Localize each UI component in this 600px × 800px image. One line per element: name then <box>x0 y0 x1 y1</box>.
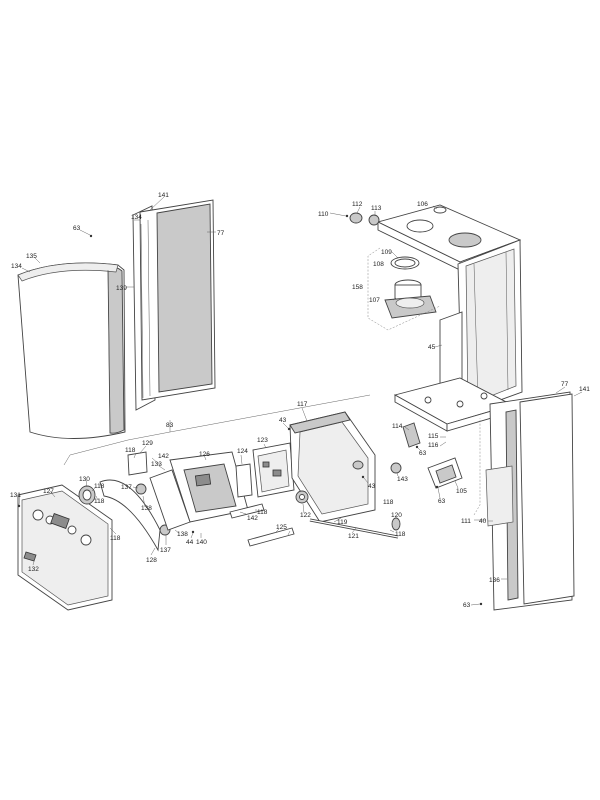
callout-125: 125 <box>276 524 287 531</box>
callout-123: 123 <box>257 437 268 444</box>
callout-115: 115 <box>428 433 439 440</box>
callout-63: 63 <box>73 225 81 232</box>
callout-137: 137 <box>121 484 132 491</box>
callout-137: 137 <box>160 547 171 554</box>
callout-134: 134 <box>11 263 22 270</box>
callout-43: 43 <box>279 417 287 424</box>
callout-77: 77 <box>561 381 569 388</box>
callout-142: 142 <box>247 515 258 522</box>
callout-138: 138 <box>177 531 188 538</box>
callout-124: 124 <box>237 448 248 455</box>
callout-108: 108 <box>373 261 384 268</box>
callout-119: 119 <box>337 519 348 526</box>
callout-142: 142 <box>158 453 169 460</box>
callout-111: 111 <box>461 518 471 525</box>
callout-143: 143 <box>397 476 408 483</box>
callout-109: 109 <box>381 249 392 256</box>
callout-118: 118 <box>110 535 121 542</box>
callout-77: 77 <box>217 230 225 237</box>
callout-129: 129 <box>142 440 153 447</box>
callout-122: 122 <box>300 512 311 519</box>
callout-107: 107 <box>369 297 380 304</box>
callout-126: 126 <box>199 451 210 458</box>
right-side-panel <box>485 391 575 611</box>
callout-112: 112 <box>352 201 363 208</box>
callout-44: 44 <box>186 539 194 546</box>
left-side-panel-assembly <box>17 199 216 439</box>
callout-118: 118 <box>94 498 105 505</box>
callout-118: 118 <box>94 483 105 490</box>
callout-113: 113 <box>371 205 382 212</box>
callout-118: 118 <box>383 499 394 506</box>
callout-158: 158 <box>352 284 363 291</box>
callout-120: 120 <box>391 512 402 519</box>
callout-133: 133 <box>151 461 162 468</box>
callout-117: 117 <box>297 401 308 408</box>
callout-121: 121 <box>348 533 359 540</box>
chassis-frame <box>393 239 523 489</box>
callout-130: 130 <box>79 476 90 483</box>
callout-134: 134 <box>131 214 142 221</box>
callout-118: 118 <box>257 509 268 516</box>
control-box-tray <box>289 411 402 539</box>
callout-63: 63 <box>438 498 446 505</box>
callout-106: 106 <box>417 201 428 208</box>
callout-43: 43 <box>368 483 376 490</box>
callout-labels: 141 77 134 63 139 135 134 110 112 113 10… <box>10 192 590 609</box>
callout-116: 116 <box>428 442 439 449</box>
callout-63: 63 <box>419 450 427 457</box>
control-panel-assembly <box>17 442 295 611</box>
callout-83: 83 <box>166 422 174 429</box>
callout-63: 63 <box>463 602 471 609</box>
callout-118: 118 <box>395 531 406 538</box>
callout-140: 140 <box>196 539 207 546</box>
callout-45: 45 <box>428 344 436 351</box>
callout-127: 127 <box>43 488 54 495</box>
callout-141: 141 <box>579 386 590 393</box>
callout-40: 40 <box>479 518 487 525</box>
callout-141: 141 <box>158 192 169 199</box>
callout-105: 105 <box>456 488 467 495</box>
leader-lines <box>17 196 583 606</box>
callout-118: 118 <box>125 447 136 454</box>
callout-138: 138 <box>141 505 152 512</box>
callout-135: 135 <box>26 253 37 260</box>
callout-114: 114 <box>392 423 403 430</box>
callout-128: 128 <box>146 557 157 564</box>
callout-136: 136 <box>489 577 500 584</box>
callout-132: 132 <box>28 566 39 573</box>
callout-139: 139 <box>116 285 127 292</box>
callout-131: 131 <box>10 492 21 499</box>
callout-110: 110 <box>318 211 329 218</box>
